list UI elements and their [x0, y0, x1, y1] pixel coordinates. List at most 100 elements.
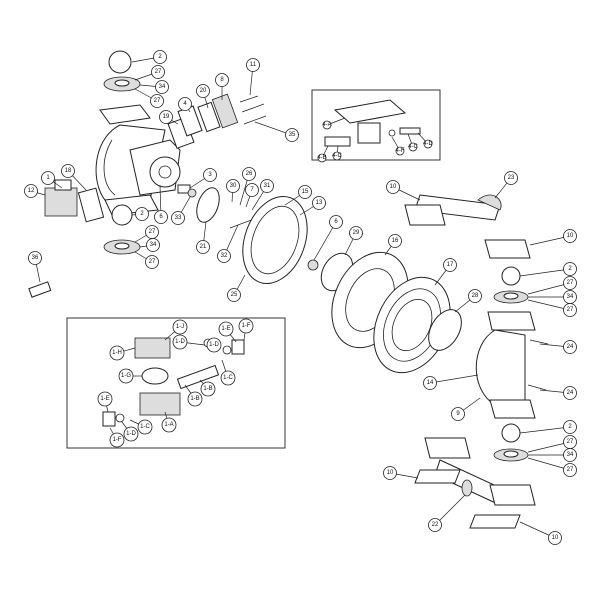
callout-16: 16 — [384, 234, 402, 256]
callout-6: 6 — [154, 184, 168, 224]
callout-label: 8 — [220, 77, 224, 83]
callout-24: 24 — [539, 340, 577, 354]
leader-line — [527, 457, 571, 471]
inset-air-valve-box — [66, 317, 286, 449]
callout-10: 10 — [519, 521, 562, 545]
callout-label: 10 — [387, 470, 394, 476]
callout-label: 35 — [289, 132, 296, 138]
callout-circle — [285, 128, 299, 142]
callout-label: 4-C — [408, 144, 418, 150]
air-chamber-15 — [242, 195, 308, 285]
o-ring — [115, 413, 125, 423]
callout-label: 32 — [221, 253, 228, 259]
callout-label: 34 — [567, 294, 574, 300]
callout-circle — [118, 368, 134, 384]
inlet-flange — [487, 311, 536, 331]
callout-circle — [548, 531, 562, 545]
bolt — [241, 103, 265, 113]
callout-28: 28 — [454, 289, 482, 313]
callout-circle — [312, 196, 326, 210]
pin — [399, 127, 421, 135]
callout-1-G: 1-G — [118, 368, 142, 384]
muffler — [28, 281, 52, 298]
callout-circle — [322, 120, 332, 130]
callout-label: 2 — [568, 266, 572, 272]
callout-circle — [329, 215, 343, 229]
callout-label: 24 — [567, 344, 574, 350]
callout-circle — [178, 97, 192, 111]
callout-label: 10 — [390, 184, 397, 190]
callout-label: 36 — [32, 255, 39, 261]
backup-diaphragm-rings — [391, 298, 433, 352]
manifold-flange — [404, 204, 446, 226]
callout-1-D: 1-D — [206, 337, 222, 353]
leader-line — [313, 221, 337, 261]
leader-line — [527, 282, 571, 295]
callout-label: 27 — [155, 69, 162, 75]
callout-label: 1-G — [121, 373, 131, 379]
callout-circle — [563, 463, 577, 477]
callout-34: 34 — [139, 80, 169, 94]
end-cap — [102, 411, 116, 427]
callout-1: 1 — [41, 171, 63, 189]
callout-label: 6 — [159, 214, 163, 220]
callout-27: 27 — [527, 435, 577, 453]
callout-label: 4-D — [423, 141, 433, 147]
callout-30: 30 — [226, 179, 240, 203]
air-chamber-hub — [158, 165, 172, 179]
check-ball — [111, 204, 133, 226]
callout-25: 25 — [227, 274, 246, 302]
callout-circle — [563, 262, 577, 276]
callout-circle — [246, 58, 260, 72]
callout-32: 32 — [217, 224, 239, 263]
callout-1-E: 1-E — [218, 321, 237, 343]
callout-label: 4 — [183, 101, 187, 107]
callout-circle — [395, 146, 405, 156]
callout-circle — [146, 238, 160, 252]
plug-22 — [461, 479, 473, 497]
check-ball — [501, 266, 521, 286]
callout-circle — [145, 255, 159, 269]
callout-label: 4-F — [396, 148, 405, 154]
callout-circle — [206, 337, 222, 353]
callout-circle — [135, 207, 149, 221]
callout-27: 27 — [134, 251, 159, 269]
callout-1-C: 1-C — [220, 359, 236, 386]
callout-34: 34 — [139, 238, 160, 252]
callout-label: 1-J — [176, 324, 184, 330]
callout-circle — [563, 229, 577, 243]
callout-circle — [332, 151, 342, 161]
air-chamber-face — [149, 156, 181, 188]
callout-label: 16 — [392, 238, 399, 244]
callout-4-A: 4-A — [322, 117, 346, 130]
cover-8 — [211, 93, 239, 129]
callout-circle — [217, 249, 231, 263]
callout-label: 10 — [567, 233, 574, 239]
callout-6: 6 — [313, 215, 343, 261]
callout-label: 23 — [508, 175, 515, 181]
callout-35: 35 — [254, 121, 299, 142]
callout-circle — [41, 171, 55, 185]
callout-circle — [200, 381, 216, 397]
callout-circle — [227, 288, 241, 302]
callout-label: 20 — [200, 88, 207, 94]
callout-3: 3 — [189, 168, 217, 189]
callout-label: 4-C — [332, 153, 342, 159]
callout-circle — [504, 171, 518, 185]
valve-seat-bore — [503, 450, 519, 458]
callout-circle — [172, 319, 188, 335]
o-ring — [222, 345, 232, 355]
callout-label: 1-D — [126, 431, 136, 437]
manifold-foot — [469, 514, 521, 529]
callout-label: 1-F — [113, 437, 122, 443]
callout-label: 2 — [158, 54, 162, 60]
callout-circle — [245, 183, 259, 197]
air-valve-cap — [54, 179, 72, 191]
callout-label: 4-B — [317, 155, 326, 161]
end-cap — [231, 339, 245, 355]
leader-line — [434, 494, 466, 526]
callout-circle — [159, 110, 173, 124]
callout-27: 27 — [134, 65, 165, 81]
inset-air-valve-drawing — [102, 337, 245, 427]
callout-circle — [298, 185, 312, 199]
